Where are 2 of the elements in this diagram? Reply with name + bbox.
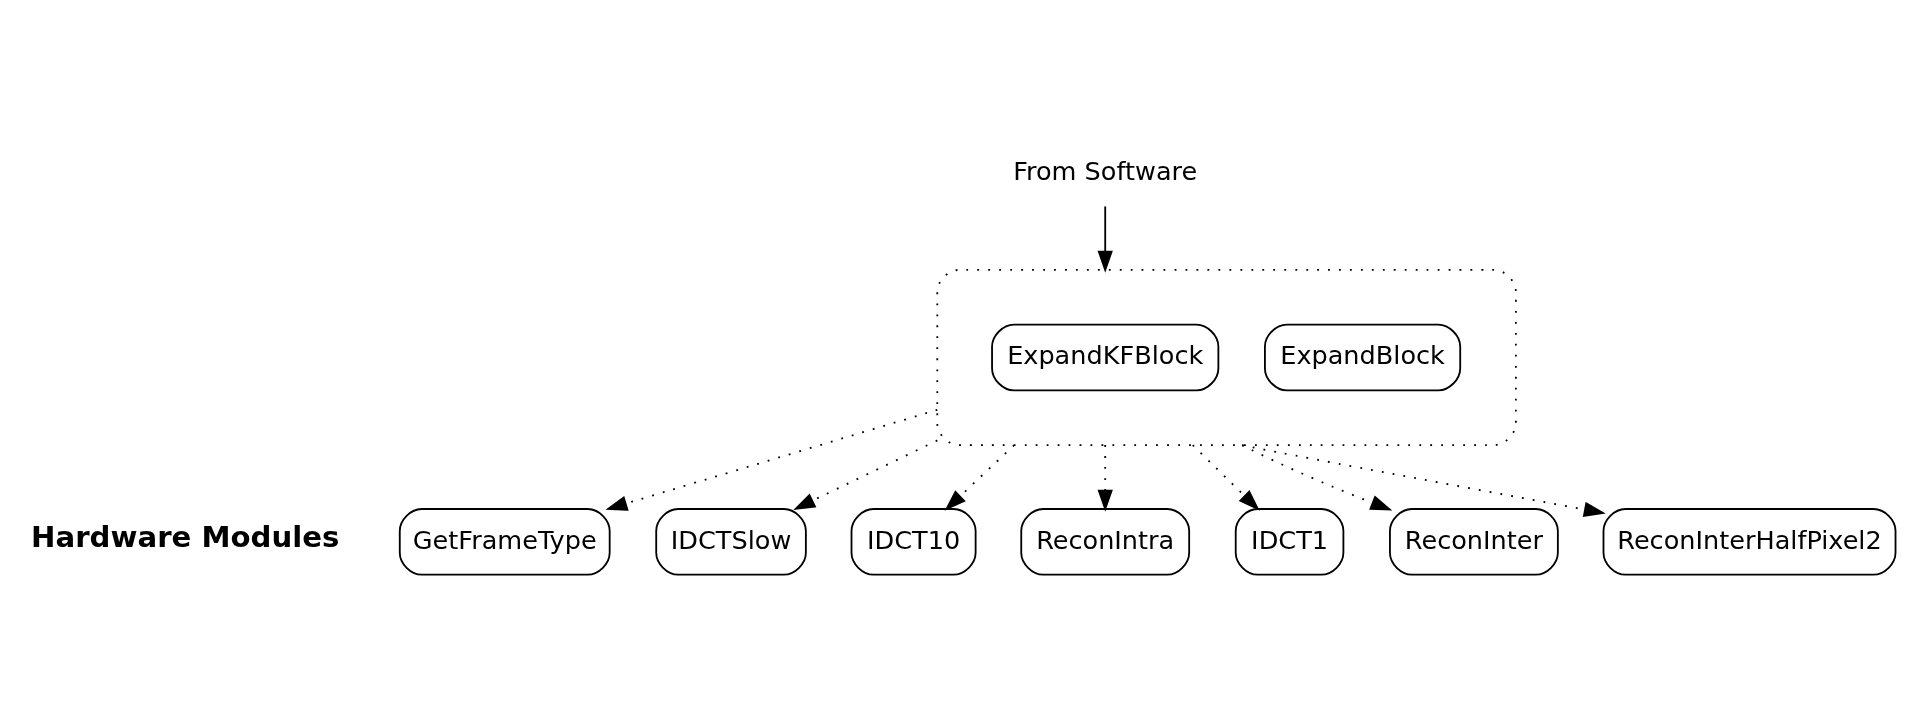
label: Hardware Modules	[31, 519, 340, 554]
node-text: From Software	[1013, 155, 1198, 186]
